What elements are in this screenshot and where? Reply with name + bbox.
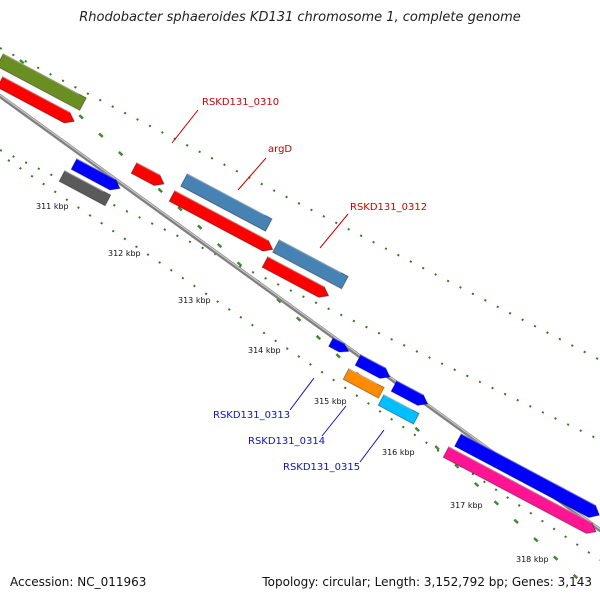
feature-blue-small <box>328 336 350 353</box>
gene-leader-line-3 <box>319 213 349 249</box>
feature-cyan-315 <box>377 394 420 425</box>
feature-red-argD-highlight <box>174 190 269 242</box>
feature-olive-highlight <box>2 53 80 95</box>
genome-summary-text: Topology: circular; Length: 3,152,792 bp… <box>262 575 592 589</box>
feature-pink <box>442 446 597 534</box>
tick-label-3: 313 kbp <box>178 296 211 305</box>
accession-text: Accession: NC_011963 <box>10 575 147 589</box>
gene-label-rskd131_0312: RSKD131_0312 <box>350 202 427 213</box>
gene-label-rskd131_0310: RSKD131_0310 <box>202 97 279 108</box>
tick-track-1 <box>0 47 600 361</box>
feature-blue-d-highlight <box>460 433 596 506</box>
feature-gray <box>58 170 112 207</box>
feature-steelblue-312 <box>272 239 349 290</box>
gene-label-argd: argD <box>268 144 292 155</box>
feature-red-310-highlight <box>2 76 71 114</box>
tick-label-5: 315 kbp <box>314 397 347 406</box>
feature-blue-b <box>354 354 391 379</box>
feature-pink-highlight <box>448 446 593 524</box>
tick-label-4: 314 kbp <box>248 346 281 355</box>
tick-label-7: 317 kbp <box>450 501 483 510</box>
feature-steelblue-argD <box>180 173 273 232</box>
gene-label-rskd131_0313: RSKD131_0313 <box>213 410 290 421</box>
feature-olive <box>0 53 87 111</box>
feature-red-small-highlight <box>136 162 161 176</box>
feature-orange-314 <box>342 368 385 399</box>
feature-steelblue-312-highlight <box>278 239 342 274</box>
gene-leader-line-4 <box>289 377 315 411</box>
tick-label-6: 316 kbp <box>382 448 415 457</box>
gene-label-rskd131_0314: RSKD131_0314 <box>248 436 325 447</box>
feature-red-small <box>130 162 165 187</box>
map-title: Rhodobacter sphaeroides KD131 chromosome… <box>79 10 521 25</box>
tick-track-3 <box>7 159 600 561</box>
feature-blue-a-highlight <box>76 158 117 181</box>
tick-label-1: 311 kbp <box>36 202 69 211</box>
tick-track-major <box>19 59 591 591</box>
feature-steelblue-argD-highlight <box>186 173 266 216</box>
feature-red-310 <box>0 76 75 124</box>
feature-blue-c-highlight <box>396 380 424 396</box>
feature-blue-c <box>390 380 429 406</box>
feature-red-argD <box>168 190 274 252</box>
feature-red-312-highlight <box>267 256 325 288</box>
feature-orange-314-highlight <box>348 368 378 385</box>
gene-leader-line-1 <box>171 109 199 144</box>
feature-red-312 <box>261 256 330 298</box>
feature-cyan-315-highlight <box>383 394 413 411</box>
gene-leader-line-6 <box>359 429 385 463</box>
gene-leader-line-2 <box>237 157 267 191</box>
feature-blue-small-highlight <box>332 336 345 344</box>
feature-blue-a <box>70 158 121 191</box>
gene-label-rskd131_0315: RSKD131_0315 <box>283 462 360 473</box>
gene-leader-line-5 <box>321 405 347 437</box>
feature-blue-d <box>454 433 600 519</box>
feature-blue-b-highlight <box>360 354 386 369</box>
tick-label-2: 312 kbp <box>108 249 141 258</box>
feature-gray-highlight <box>64 170 105 193</box>
tick-label-8: 318 kbp <box>516 555 549 564</box>
